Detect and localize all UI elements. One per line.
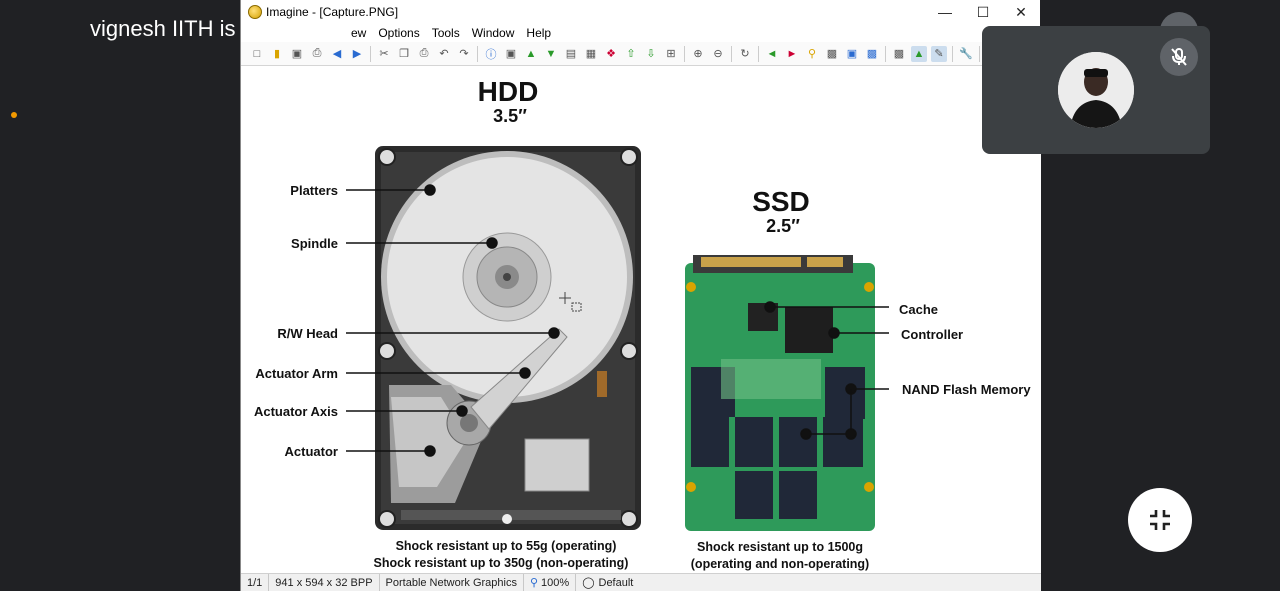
forward-icon[interactable]: ▶ [352,48,362,60]
self-view-tile[interactable] [982,26,1210,154]
label-actuator: Actuator [285,444,338,459]
status-dot [11,112,17,118]
menu-options[interactable]: Options [378,26,420,40]
app-icon [248,5,262,19]
hidden-tile-button[interactable] [1160,12,1198,26]
ssd-callouts [764,301,889,440]
fullscreen-icon[interactable]: ▩ [866,48,878,60]
title-bar: Imagine - [Capture.PNG] — ☐ ✕ [241,0,1040,24]
minimize-button[interactable]: — [938,4,952,20]
image-canvas[interactable]: HDD 3.5″ [241,67,1041,573]
info-icon[interactable]: ⓘ [485,48,497,61]
zoom-out-icon[interactable]: ⊖ [713,48,723,60]
hdd-callouts [346,184,560,457]
hdd-size: 3.5″ [493,106,527,126]
new-icon[interactable]: □ [253,47,261,60]
presenting-banner: vignesh IITH is presenting [90,16,345,41]
hdd-ssd-figure: HDD 3.5″ [254,76,1031,571]
menu-window[interactable]: Window [471,26,515,40]
label-cache: Cache [899,302,938,317]
undo-icon[interactable]: ↶ [439,48,449,60]
status-page: 1/1 [241,574,270,591]
status-zoom: ⚲100% [524,574,577,591]
menu-help[interactable]: Help [526,26,552,40]
save-icon[interactable]: ▣ [291,48,303,60]
label-controller: Controller [901,327,963,342]
redo-icon[interactable]: ↷ [459,48,469,60]
settings-icon[interactable]: 🔧 [959,48,973,60]
fit-icon[interactable]: ▣ [846,48,858,60]
filter-icon[interactable]: ▦ [585,48,597,60]
menu-tools[interactable]: Tools [431,26,460,40]
arrow-down-icon[interactable]: ⇩ [646,48,656,60]
effects-icon[interactable]: ▤ [565,48,577,60]
print-icon[interactable]: ⎙ [312,47,322,59]
status-dimensions: 941 x 594 x 32 BPP [269,574,380,591]
palette-icon[interactable]: ❖ [606,48,616,60]
window-title: Imagine - [Capture.PNG] [266,5,399,19]
maximize-button[interactable]: ☐ [976,3,990,20]
ssd-board [685,255,875,531]
paste-icon[interactable]: ⎙ [419,47,429,59]
wallpaper-icon[interactable]: ▲ [911,45,927,62]
hdd-title: HDD [478,76,539,107]
crosshair-cursor-icon [559,292,582,312]
crop-icon[interactable]: ⊞ [666,48,676,60]
copy-icon[interactable]: ❐ [399,48,409,60]
image-viewer-window: Imagine - [Capture.PNG] — ☐ ✕ ew Options… [240,0,1041,591]
label-platters: Platters [290,183,338,198]
toolbar: □ ▮ ▣ ⎙ ◀ ▶ ✂ ❐ ⎙ ↶ ↷ ⓘ ▣ ▲ ▼ ▤ ▦ ❖ ⇧ ⇩ … [241,42,1040,66]
back-icon[interactable]: ◀ [332,48,342,60]
label-actuator-axis: Actuator Axis [254,404,338,419]
next-image-icon[interactable]: ► [786,47,798,60]
hdd-caption-1: Shock resistant up to 55g (operating) [396,539,617,553]
label-rw-head: R/W Head [277,326,338,341]
exit-fullscreen-button[interactable] [1128,488,1192,552]
exit-fullscreen-icon [1150,510,1170,530]
open-icon[interactable]: ▮ [273,48,281,60]
search-icon[interactable]: ⚲ [807,48,817,60]
ssd-caption-1: Shock resistant up to 1500g [697,540,863,554]
close-button[interactable]: ✕ [1015,3,1027,20]
cut-icon[interactable]: ✂ [379,48,389,60]
hdd-caption-2: Shock resistant up to 350g (non-operatin… [374,556,629,570]
menu-view[interactable]: ew [351,26,367,40]
profile-icon: ◯ [582,577,595,589]
label-spindle: Spindle [291,236,338,251]
ssd-title: SSD [752,186,810,217]
rotate-icon[interactable]: ▲ [525,47,537,60]
status-format: Portable Network Graphics [380,574,524,591]
magnifier-icon: ⚲ [529,577,539,589]
edit-icon[interactable]: ✎ [931,45,947,62]
mic-off-icon[interactable] [1160,38,1198,76]
slideshow-icon[interactable]: ▩ [826,48,838,60]
label-nand-flash: NAND Flash Memory [902,382,1031,397]
resize-icon[interactable]: ▣ [505,48,517,60]
status-bar: 1/1 941 x 594 x 32 BPP Portable Network … [241,573,1041,591]
flip-icon[interactable]: ▼ [545,47,557,60]
status-profile: ◯Default [576,574,639,591]
avatar [1058,52,1134,128]
menu-bar: ew Options Tools Window Help [241,24,1040,42]
ssd-size: 2.5″ [766,216,800,236]
hdd-drive [375,146,641,530]
arrow-up-icon[interactable]: ⇧ [626,48,636,60]
prev-image-icon[interactable]: ◄ [766,47,778,60]
zoom-in-icon[interactable]: ⊕ [693,48,703,60]
ssd-caption-2: (operating and non-operating) [691,557,869,571]
label-actuator-arm: Actuator Arm [255,366,338,381]
monitor-icon[interactable]: ▩ [893,48,905,60]
refresh-icon[interactable]: ↻ [740,48,750,60]
